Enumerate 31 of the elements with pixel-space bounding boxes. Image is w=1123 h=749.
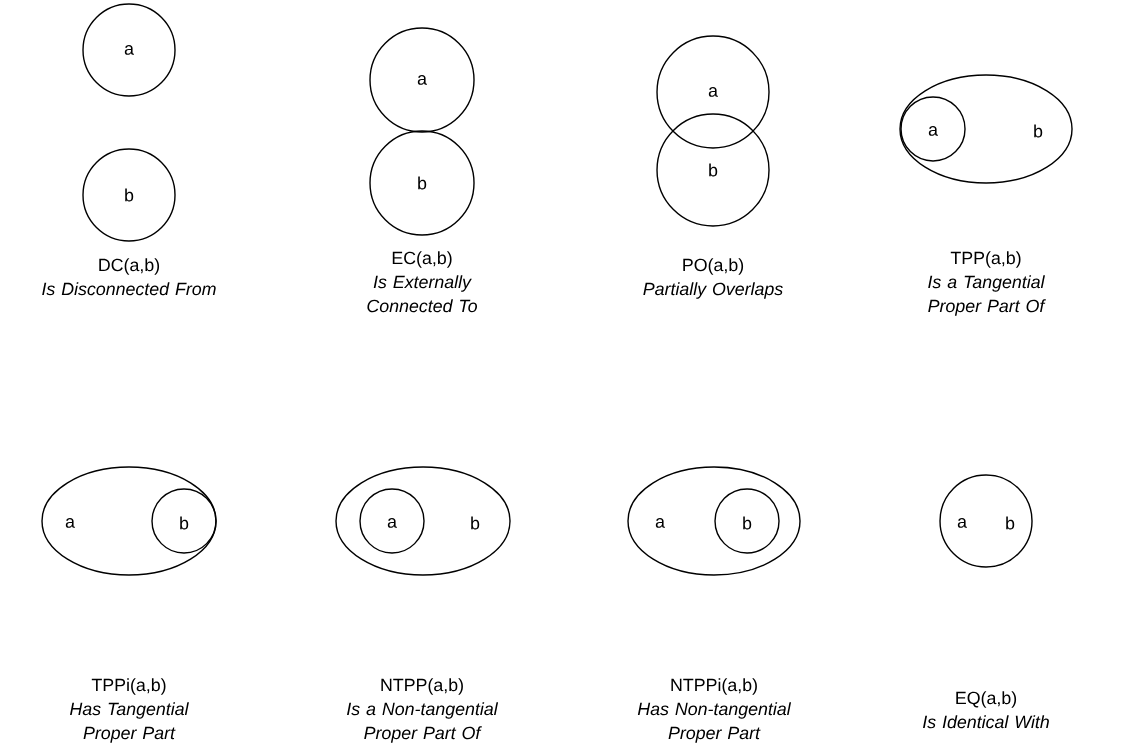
relation-name: NTPP(a,b) [381,678,463,695]
region-label: b [418,176,427,190]
relation-name: NTPPi(a,b) [671,678,757,695]
region-label: b [471,516,480,530]
region-label: a [928,126,938,136]
region-label: b [180,516,189,530]
region-label: b [125,188,134,202]
relation-description: Is Externally Connected To [367,275,477,313]
relation-description: Is a Tangential Proper Part Of [928,275,1046,316]
region-label: a [957,518,967,528]
relation-description: Is Identical With [923,715,1049,729]
relation-name: PO(a,b) [683,258,744,275]
relation-description: Partially Overlaps [643,282,783,299]
region-label: b [743,516,752,530]
region-label: b [1006,516,1015,530]
region-label: a [124,45,134,55]
relation-description: Is Disconnected From [42,282,216,296]
relation-description: Has Tangential Proper Part [70,702,189,743]
relation-description: Is a Non-tangential Proper Part Of [347,702,499,743]
relation-name: TPP(a,b) [950,251,1021,268]
region-label: a [655,518,665,528]
region-label: b [1034,124,1043,138]
region-label: b [709,163,718,177]
relation-name: EQ(a,b) [956,691,1017,708]
relation-description: Has Non-tangential Proper Part [637,702,792,743]
region-label: a [417,75,427,85]
region-label: a [387,518,397,528]
region-label: a [65,518,75,528]
region-label: a [708,87,718,97]
relation-name: TPPi(a,b) [91,678,166,695]
relation-name: DC(a,b) [99,258,160,275]
